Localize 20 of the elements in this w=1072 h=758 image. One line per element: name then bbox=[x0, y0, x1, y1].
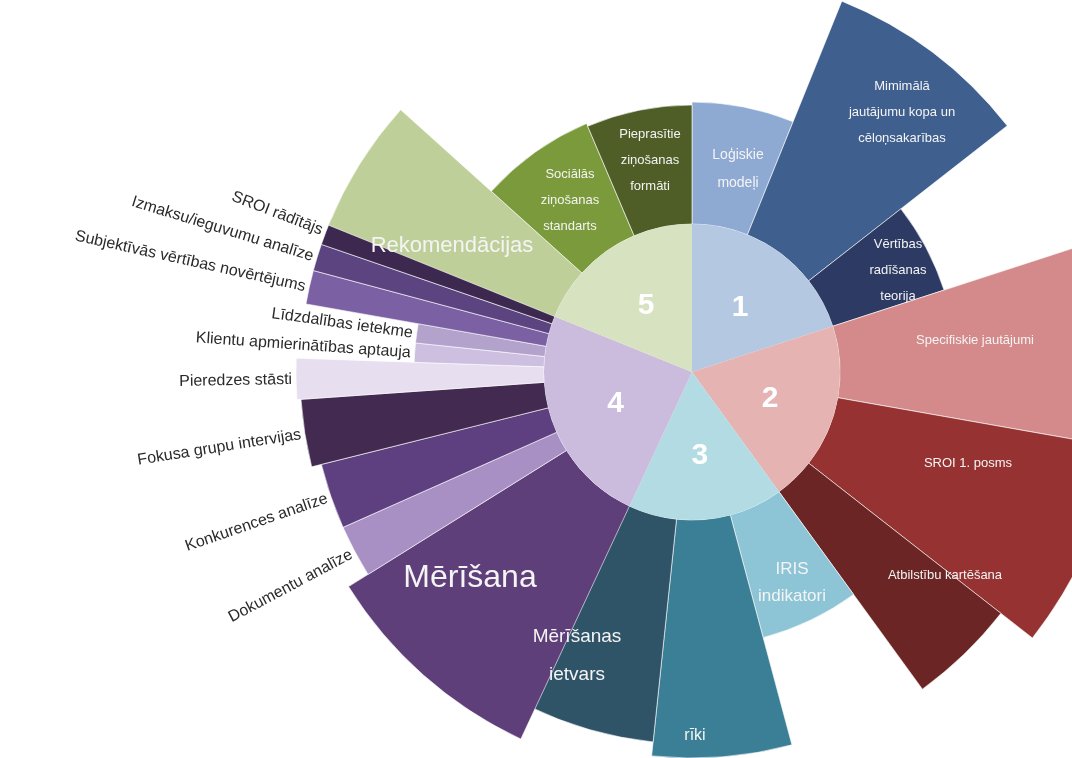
segment-label: Mērīšana bbox=[403, 556, 537, 596]
segment-label: Loģiskie modeļi bbox=[711, 145, 765, 192]
segment-label: Mimimālā jautājumu kopa un cēloņsakarības bbox=[847, 77, 957, 147]
segment-label: Vērtības radīšanas teorija bbox=[868, 235, 928, 305]
segment-number: 5 bbox=[637, 289, 655, 319]
segment-label: Pieprasītie ziņošanas formāti bbox=[618, 125, 682, 195]
segment-number: 2 bbox=[761, 382, 779, 413]
segment-label: Sociālās ziņošanas standarts bbox=[539, 165, 601, 235]
segment-label: Specifiskie jautājumi bbox=[916, 331, 1034, 349]
segment-label: SROI 1. posms bbox=[923, 454, 1013, 472]
segment-label: Pieredzes stāsti bbox=[178, 369, 293, 391]
segment-label: IRIS indikatori bbox=[756, 557, 827, 607]
segment-number: 4 bbox=[607, 387, 625, 418]
segment-number: 3 bbox=[691, 438, 709, 469]
segment-label: rīki bbox=[684, 724, 706, 745]
segment-label: Fokusa grupu intervijas bbox=[136, 424, 303, 470]
segment-number: 1 bbox=[731, 290, 749, 321]
segment-label: Atbilstību kartēšana bbox=[887, 566, 1003, 584]
segment-label: Mērīšanas ietvars bbox=[531, 624, 623, 686]
segment-label: Rekomendācijas bbox=[370, 231, 534, 259]
